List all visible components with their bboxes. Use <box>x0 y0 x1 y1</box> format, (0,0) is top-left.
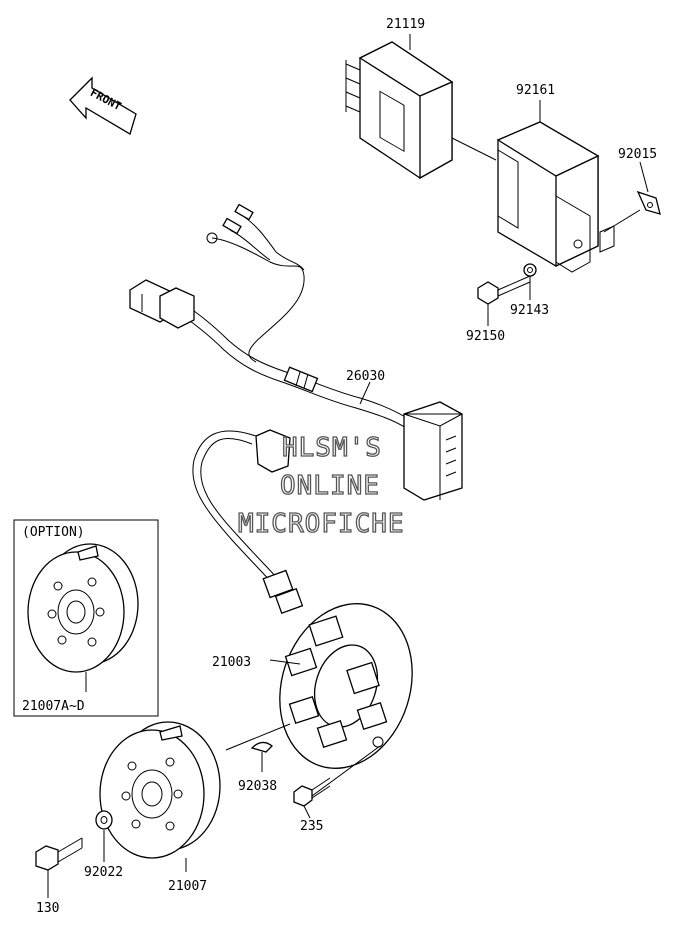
label-92143: 92143 <box>510 303 549 318</box>
stator-21003[interactable]: 21003 <box>212 586 433 785</box>
label-26030: 26030 <box>346 369 385 384</box>
option-title: (OPTION) <box>22 525 85 540</box>
wire-harness-26030[interactable]: 26030 <box>129 203 463 501</box>
front-arrow-icon: FRONT <box>69 76 137 135</box>
label-235: 235 <box>300 819 323 834</box>
label-21007a-d: 21007A~D <box>22 699 85 714</box>
bolt-92150[interactable]: 92150 <box>466 275 531 344</box>
label-21003: 21003 <box>212 655 251 670</box>
watermark-line1: HLSM'S <box>282 433 382 463</box>
washer-92143[interactable]: 92143 <box>510 263 549 318</box>
watermark: HLSM'S ONLINE MICROFICHE <box>237 432 405 539</box>
option-box: (OPTION) 21007A~D <box>13 519 159 717</box>
label-92161: 92161 <box>516 83 555 98</box>
connector-small <box>129 279 195 329</box>
key-92038[interactable]: 92038 <box>238 741 277 794</box>
watermark-line2: ONLINE <box>280 471 380 501</box>
label-92015: 92015 <box>618 147 657 162</box>
bracket-92015[interactable]: 92015 <box>599 147 661 253</box>
flywheel-option-21007a-d[interactable] <box>27 543 139 692</box>
watermark-line3: MICROFICHE <box>238 509 405 539</box>
connector-large <box>403 401 463 501</box>
washer-92022[interactable]: 92022 <box>84 810 123 880</box>
bolt-130[interactable]: 130 <box>35 837 83 916</box>
label-92150: 92150 <box>466 329 505 344</box>
cdi-unit-21119[interactable]: 21119 <box>345 17 454 180</box>
stator-lead <box>192 429 304 615</box>
label-21007: 21007 <box>168 879 207 894</box>
label-92022: 92022 <box>84 865 123 880</box>
label-21119: 21119 <box>386 17 425 32</box>
flywheel-21007[interactable]: 21007 <box>99 721 291 894</box>
screw-235[interactable]: 235 <box>293 745 381 834</box>
regulator-92161[interactable]: 92161 <box>496 83 600 273</box>
label-92038: 92038 <box>238 779 277 794</box>
label-130: 130 <box>36 901 59 916</box>
